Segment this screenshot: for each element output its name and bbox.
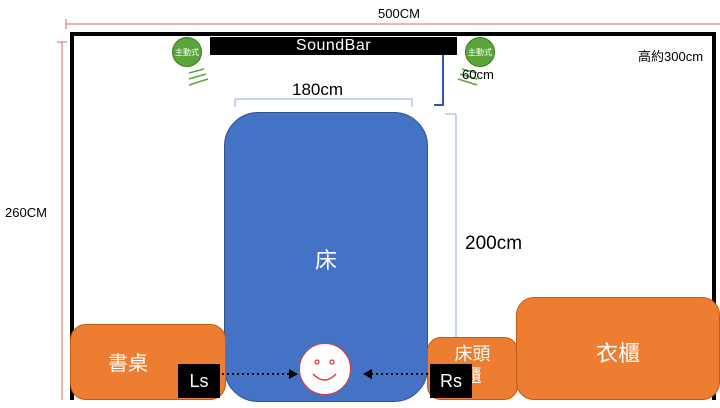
listener-face <box>299 343 351 395</box>
front-left-sound-waves <box>188 68 209 86</box>
room-outline <box>70 32 716 400</box>
surround-right-speaker: Rs <box>430 364 472 398</box>
front-right-speaker: 主動式 <box>465 37 495 67</box>
smiley-icon <box>312 359 337 381</box>
room-depth-label: 260CM <box>5 205 47 220</box>
front-left-speaker: 主動式 <box>172 37 202 67</box>
bed-width-label: 180cm <box>292 80 344 99</box>
desk: 書桌 <box>70 324 226 400</box>
wardrobe-label: 衣櫃 <box>595 341 640 366</box>
wardrobe: 衣櫃 <box>516 297 720 400</box>
room-width-label: 500CM <box>378 6 420 21</box>
desk-label: 書桌 <box>108 353 148 375</box>
ceiling-height-label: 高約300cm <box>638 49 704 64</box>
left-arrowhead <box>289 369 298 379</box>
right-arrowhead <box>363 369 372 379</box>
surround-left-speaker: Ls <box>178 364 220 398</box>
bed-label: 床 <box>314 248 337 273</box>
soundbar: SoundBar <box>210 37 457 55</box>
soundbar-gap-label: 60cm <box>462 67 494 82</box>
front-right-sound-waves <box>457 68 478 86</box>
bed-length-label: 200cm <box>465 233 523 254</box>
